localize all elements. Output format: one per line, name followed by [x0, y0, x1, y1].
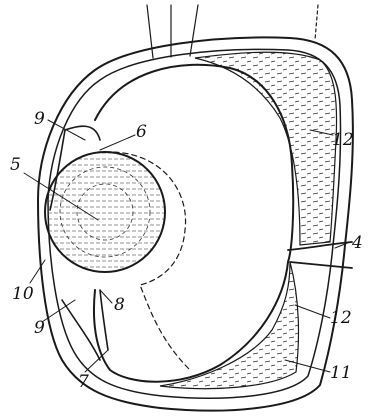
- label-12-upper: 12: [332, 130, 354, 150]
- label-9-upper: 9: [34, 109, 45, 129]
- label-11: 11: [330, 363, 352, 383]
- label-5: 5: [10, 155, 21, 175]
- label-9-lower: 9: [34, 318, 45, 338]
- upper-tissue-region: [195, 52, 337, 245]
- label-8: 8: [114, 295, 125, 315]
- label-10: 10: [12, 284, 34, 304]
- lens: [45, 152, 165, 272]
- label-7: 7: [78, 372, 89, 392]
- lower-tissue-region: [160, 262, 298, 389]
- label-4: 4: [351, 233, 363, 253]
- label-12-lower: 12: [330, 308, 352, 328]
- label-6: 6: [136, 122, 147, 142]
